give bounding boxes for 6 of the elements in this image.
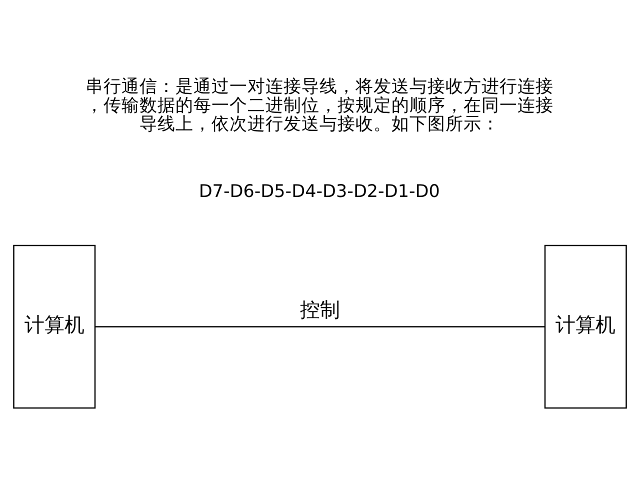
connector xyxy=(95,326,545,327)
edge-label: 控制 xyxy=(300,297,340,321)
label: 串行通信：是通过一对连接导线，将发送与接收方进行连接，传输数据的每一个二进制位，按规定的顺序，在同一连接导线上，依次进行发送与接收。如下图所示： xyxy=(85,76,554,134)
node-box: 计算机 xyxy=(13,244,96,408)
label: D7-D6-D5-D4-D3-D2-D1-D0 xyxy=(198,182,440,202)
node-box: 计算机 xyxy=(544,244,627,408)
